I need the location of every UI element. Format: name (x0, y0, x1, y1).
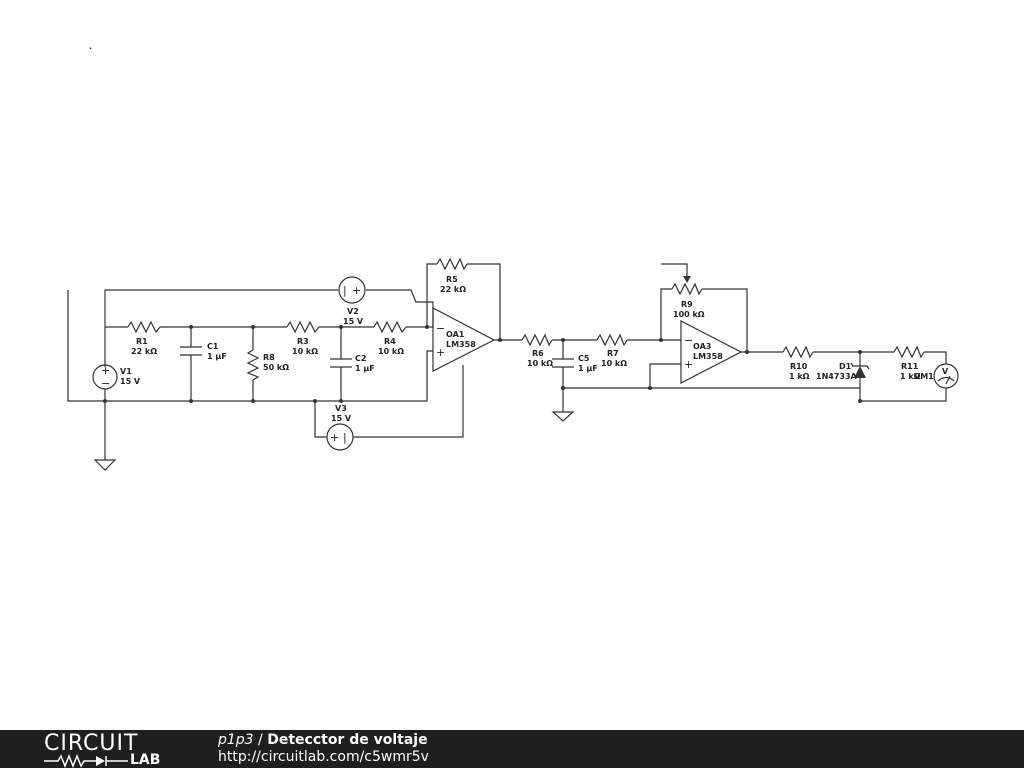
vm1-meter-symbol: V (942, 367, 949, 376)
v2-plus-sign: + (352, 284, 361, 297)
title-separator: / (253, 732, 268, 748)
r11-ref: R11 (901, 362, 919, 371)
c2-ref: C2 (355, 354, 366, 363)
voltmeter-vm1[interactable]: V VM1 (914, 363, 959, 389)
circuit-url[interactable]: http://circuitlab.com/c5wmr5v (218, 749, 429, 765)
voltage-source-v2[interactable]: | + V2 15 V (338, 276, 366, 326)
d1-ref: D1 (839, 362, 852, 371)
circuit-title: p1p3 / Detecctor de voltaje (218, 732, 428, 748)
oa1-value: LM358 (446, 340, 476, 349)
oa3-plus-sign: + (684, 358, 693, 371)
oa1-minus-sign: − (436, 322, 445, 335)
v2-ref: V2 (347, 307, 359, 316)
oa3-ref: OA3 (693, 342, 711, 351)
v3-ref: V3 (335, 404, 347, 413)
v1-value: 15 V (120, 377, 141, 386)
wires (67, 263, 947, 460)
resistor-r4[interactable]: R4 10 kΩ (373, 320, 407, 356)
v2-value: 15 V (343, 317, 364, 326)
v1-plus-sign: + (101, 364, 110, 377)
r11-value: 1 kΩ (900, 372, 921, 381)
username-link[interactable]: p1p3 (218, 732, 254, 748)
r3-ref: R3 (297, 337, 309, 346)
c1-value: 1 µF (207, 352, 227, 361)
schematic-diagram: . (67, 42, 959, 471)
oa3-value: LM358 (693, 352, 723, 361)
vm1-ref: VM1 (914, 372, 934, 381)
r6-ref: R6 (532, 349, 544, 358)
v3-bar-sign: | (343, 431, 347, 444)
r10-ref: R10 (790, 362, 808, 371)
c5-value: 1 µF (578, 364, 598, 373)
r8-value: 50 kΩ (263, 363, 289, 372)
resistor-r6[interactable]: R6 10 kΩ (521, 333, 553, 368)
r1-ref: R1 (136, 337, 148, 346)
r3-value: 10 kΩ (292, 347, 318, 356)
resistor-r7[interactable]: R7 10 kΩ (596, 333, 628, 368)
r7-value: 10 kΩ (601, 359, 627, 368)
circuit-name: Detecctor de voltaje (267, 732, 428, 748)
zener-diode-d1[interactable]: D1 1N4733A (816, 362, 870, 381)
r9-value: 100 kΩ (673, 310, 705, 319)
c5-ref: C5 (578, 354, 590, 363)
junctions (103, 325, 862, 403)
capacitor-c5[interactable]: C5 1 µF (552, 354, 598, 373)
v3-value: 15 V (331, 414, 352, 423)
resistor-r10[interactable]: R10 1 kΩ (782, 345, 814, 381)
resistor-diode-icon (44, 754, 128, 768)
opamp-oa1[interactable]: − + OA1 LM358 (432, 307, 496, 372)
schematic-canvas: . (67, 42, 959, 471)
logo-lab-text: LAB (130, 752, 161, 768)
r6-value: 10 kΩ (527, 359, 553, 368)
capacitor-c2[interactable]: C2 1 µF (330, 354, 375, 373)
stray-mark: . (89, 42, 92, 51)
r8-ref: R8 (263, 353, 275, 362)
v2-bar-sign: | (343, 284, 347, 297)
opamp-oa3[interactable]: − + OA3 LM358 (680, 320, 743, 384)
resistor-r3[interactable]: R3 10 kΩ (286, 320, 320, 356)
ground-symbol-2 (551, 411, 575, 422)
resistor-r11[interactable]: R11 1 kΩ (893, 345, 925, 381)
r5-value: 22 kΩ (440, 285, 466, 294)
v3-plus-sign: + (330, 431, 339, 444)
resistor-r1[interactable]: R1 22 kΩ (127, 320, 161, 356)
footer-bar: CIRCUIT LAB p1p3 / Detecctor de voltaje … (0, 730, 1024, 768)
r10-value: 1 kΩ (789, 372, 810, 381)
oa1-ref: OA1 (446, 330, 465, 339)
v1-ref: V1 (120, 367, 132, 376)
c2-value: 1 µF (355, 364, 375, 373)
d1-value: 1N4733A (816, 372, 858, 381)
r5-ref: R5 (446, 275, 458, 284)
potentiometer-r9[interactable]: R9 100 kΩ (661, 263, 705, 319)
r9-ref: R9 (681, 300, 693, 309)
oa1-plus-sign: + (436, 346, 445, 359)
resistor-r5[interactable]: R5 22 kΩ (436, 257, 468, 294)
circuitlab-logo[interactable]: CIRCUIT LAB (40, 732, 180, 768)
c1-ref: C1 (207, 342, 219, 351)
r4-ref: R4 (384, 337, 396, 346)
r4-value: 10 kΩ (378, 347, 404, 356)
v1-minus-sign: − (101, 377, 110, 390)
voltage-source-v1[interactable]: + − V1 15 V (92, 364, 141, 390)
resistor-r8[interactable]: R8 50 kΩ (246, 349, 289, 381)
oa3-minus-sign: − (684, 334, 693, 347)
voltage-source-v3[interactable]: + | V3 15 V (326, 404, 354, 451)
r7-ref: R7 (607, 349, 619, 358)
ground-symbol-1 (93, 459, 117, 471)
r1-value: 22 kΩ (131, 347, 157, 356)
logo-circuit-text: CIRCUIT (44, 731, 139, 756)
capacitor-c1[interactable]: C1 1 µF (180, 342, 227, 361)
